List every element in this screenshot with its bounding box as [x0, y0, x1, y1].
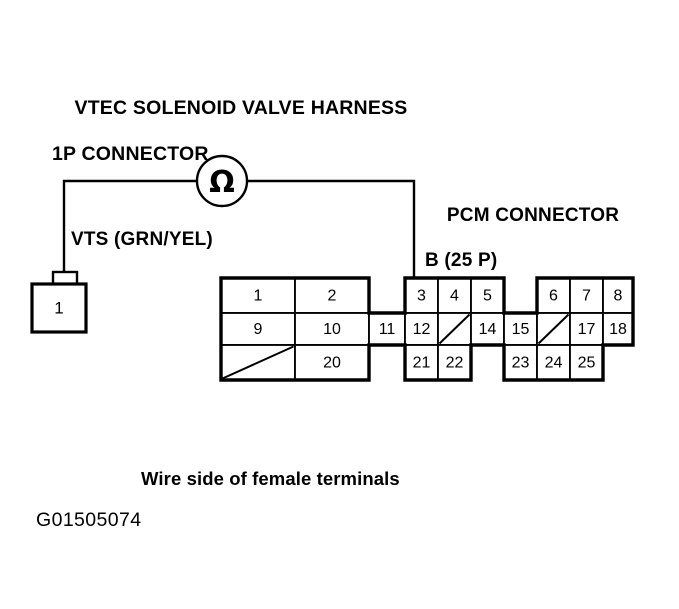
pcm-terminal-cell-16[interactable]	[536, 312, 571, 346]
pcm-terminal-number: 18	[609, 321, 627, 338]
ohmmeter-icon: Ω	[195, 154, 249, 208]
pcm-terminal-number: 23	[512, 355, 530, 372]
pcm-terminal-cell-20[interactable]: 20	[294, 344, 370, 381]
pcm-terminal-number: 5	[483, 288, 492, 305]
harness-title-line2: 1P CONNECTOR	[52, 143, 209, 165]
pcm-title-line2: B (25 P)	[425, 250, 498, 272]
pcm-terminal-number: 17	[578, 321, 596, 338]
figure-id-code: G01505074	[36, 509, 142, 531]
pcm-terminal-number: 1	[254, 288, 263, 305]
pcm-terminal-cell-18[interactable]: 18	[602, 312, 634, 346]
pcm-terminal-cell-21[interactable]: 21	[404, 344, 439, 381]
pcm-terminal-number: 8	[614, 288, 623, 305]
pcm-terminal-number: 22	[446, 355, 464, 372]
pcm-terminal-box	[294, 312, 370, 346]
pcm-terminal-box	[220, 312, 296, 346]
pcm-terminal-number: 10	[323, 321, 341, 338]
pcm-terminal-cell-14[interactable]: 14	[470, 312, 505, 346]
pcm-terminal-cell-5[interactable]: 5	[470, 277, 505, 314]
omega-symbol: Ω	[209, 165, 235, 200]
pcm-terminal-number: 15	[512, 321, 530, 338]
pcm-terminal-cell-19[interactable]	[220, 344, 296, 381]
pcm-terminal-cell-25[interactable]: 25	[569, 344, 604, 381]
pcm-terminal-cell-2[interactable]: 2	[294, 277, 370, 314]
pcm-terminal-cell-8[interactable]: 8	[602, 277, 634, 314]
right-test-lead-wire	[246, 179, 416, 290]
figure-caption: Wire side of female terminals	[141, 468, 400, 489]
pcm-terminal-cell-9[interactable]: 9	[220, 312, 296, 346]
pcm-title-line1: PCM CONNECTOR	[446, 205, 620, 227]
unused-terminal-slash-icon	[222, 345, 294, 380]
pcm-terminal-cell-24[interactable]: 24	[536, 344, 571, 381]
pcm-terminal-number: 20	[323, 355, 341, 372]
unused-terminal-slash-icon	[537, 313, 570, 345]
pcm-terminal-number: 2	[328, 288, 337, 305]
pcm-terminal-box	[569, 312, 604, 346]
pcm-terminal-cell-12[interactable]: 12	[404, 312, 439, 346]
unused-terminal-slash-icon	[438, 313, 471, 345]
pcm-terminal-number: 25	[578, 355, 596, 372]
pcm-terminal-number: 11	[379, 321, 396, 338]
pcm-grid-outline	[219, 276, 635, 382]
pcm-connector-title: PCM CONNECTOR B (25 P)	[425, 183, 619, 317]
pcm-grid-row-bottom: 20 21 22 23 24 25	[220, 344, 604, 381]
pcm-terminal-box	[404, 312, 439, 346]
pcm-terminal-box	[602, 277, 634, 314]
pcm-terminal-cell-22[interactable]: 22	[437, 344, 472, 381]
pcm-terminal-number: 4	[450, 288, 459, 305]
pcm-terminal-cell-17[interactable]: 17	[569, 312, 604, 346]
pcm-terminal-number: 6	[549, 288, 558, 305]
pcm-terminal-cell-1[interactable]: 1	[220, 277, 296, 314]
pcm-terminal-cell-15[interactable]: 15	[503, 312, 538, 346]
vts-terminal-number: 1	[54, 298, 63, 317]
pcm-terminal-cell-7[interactable]: 7	[569, 277, 604, 314]
pcm-terminal-box	[536, 277, 571, 314]
vts-wire-label: VTS (GRN/YEL)	[71, 229, 213, 250]
left-test-lead-wire	[62, 179, 198, 290]
pcm-terminal-cell-4[interactable]: 4	[437, 277, 472, 314]
harness-connector-title: VTEC SOLENOID VALVE HARNESS 1P CONNECTOR	[52, 74, 407, 212]
pcm-terminal-number: 21	[413, 355, 431, 372]
pcm-terminal-number: 7	[582, 288, 591, 305]
pcm-grid-row-top: 1 2 3 4 5 6 7 8	[220, 277, 634, 314]
pcm-terminal-number: 24	[545, 355, 563, 372]
harness-title-line1: VTEC SOLENOID VALVE HARNESS	[74, 97, 408, 119]
pcm-terminal-cell-3[interactable]: 3	[404, 277, 439, 314]
vts-1p-connector: 1	[30, 270, 88, 334]
pcm-terminal-cell-13[interactable]	[437, 312, 472, 346]
pcm-terminal-cell-6[interactable]: 6	[536, 277, 571, 314]
pcm-terminal-cell-23[interactable]: 23	[503, 344, 538, 381]
pcm-grid-row-middle: 9 10 11 12 14 15 17 18	[220, 312, 634, 346]
pcm-terminal-number: 12	[413, 321, 431, 338]
pcm-terminal-cell-10[interactable]: 10	[294, 312, 370, 346]
pcm-terminal-cell-11[interactable]: 11	[368, 312, 406, 346]
pcm-terminal-number: 3	[417, 288, 426, 305]
pcm-terminal-number: 14	[479, 321, 497, 338]
pcm-terminal-number: 9	[254, 321, 263, 338]
